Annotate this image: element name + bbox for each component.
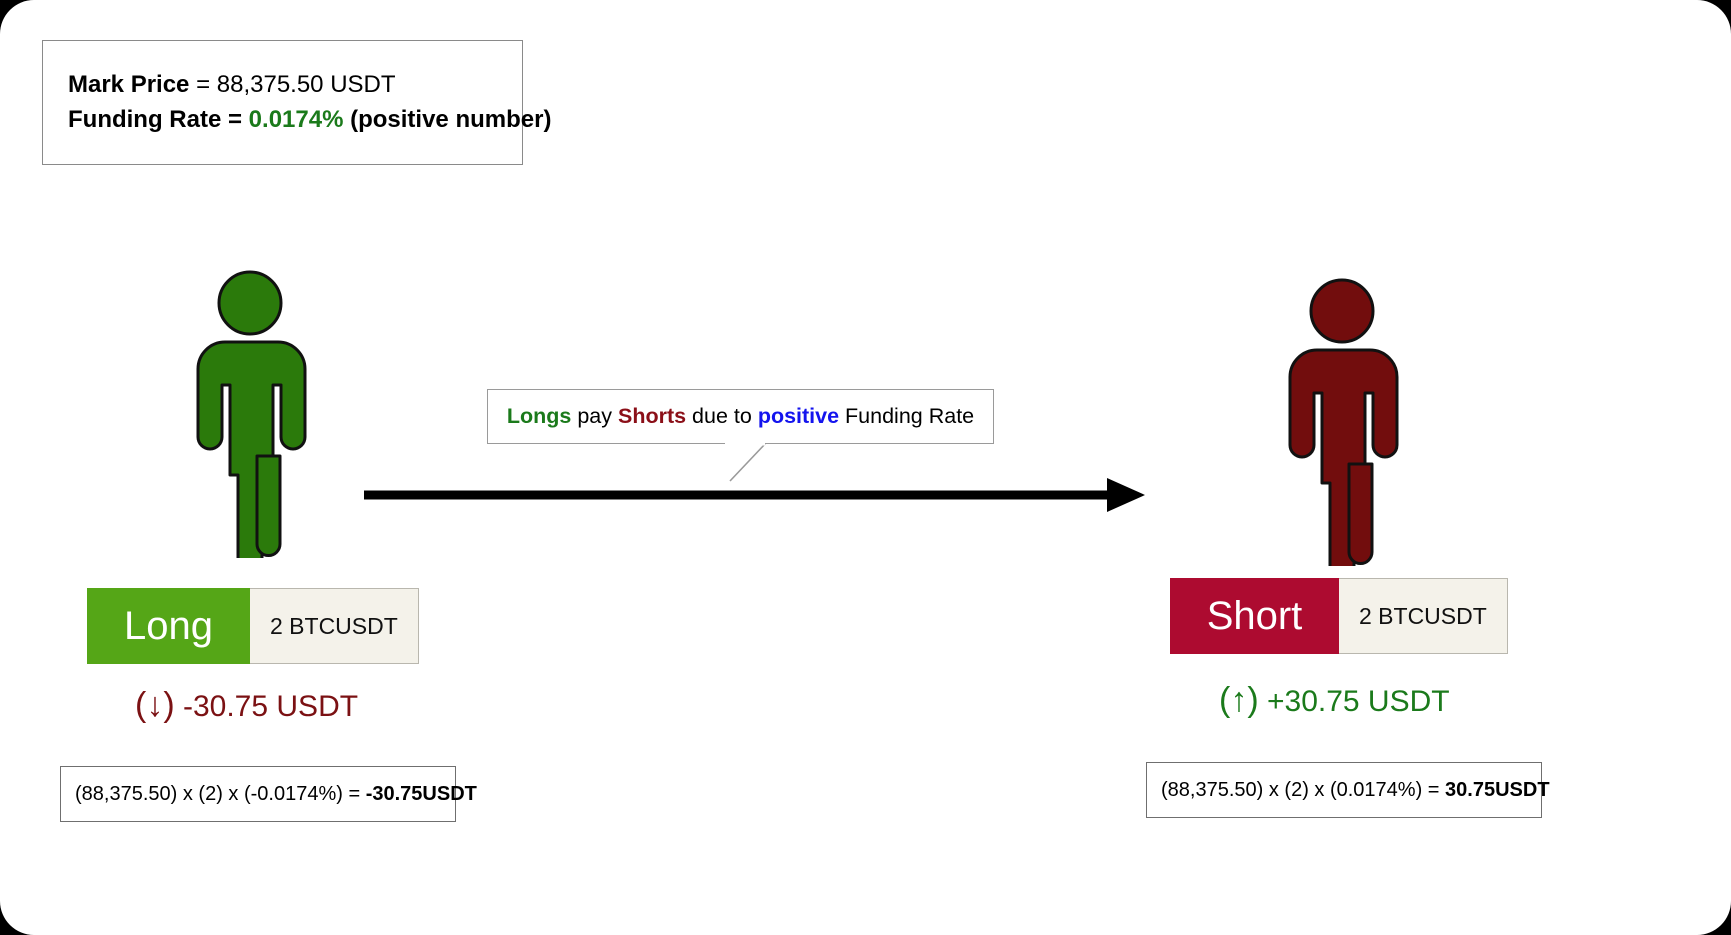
long-trader-figure [183, 270, 317, 558]
long-side-label: Long [87, 588, 250, 664]
funding-rate-note: (positive number) [343, 105, 552, 133]
funding-direction-callout: Longs pay Shorts due to positive Funding… [487, 389, 994, 444]
mark-price-value: = 88,375.50 USDT [189, 71, 396, 99]
speech-bubble-tail-icon [725, 442, 766, 482]
short-formula-text: (88,375.50) x (2) x (0.0174%) = 30.75USD… [1161, 779, 1550, 802]
callout-pointer [725, 442, 771, 488]
short-position-badge: Short 2 BTCUSDT [1170, 578, 1508, 654]
funding-rate-label: Funding Rate = [68, 105, 249, 133]
long-formula-text: (88,375.50) x (2) x (-0.0174%) = -30.75U… [75, 783, 477, 806]
short-trader-figure [1275, 278, 1409, 566]
callout-tail-text: Funding Rate [839, 404, 975, 428]
callout-positive: positive [757, 404, 840, 428]
callout-mid2: due to [686, 404, 758, 428]
long-formula-box: (88,375.50) x (2) x (-0.0174%) = -30.75U… [60, 766, 477, 822]
short-formula-box: (88,375.50) x (2) x (0.0174%) = 30.75USD… [1146, 762, 1550, 818]
long-position-badge: Long 2 BTCUSDT [87, 588, 419, 664]
market-info-box: Mark Price = 88,375.50 USDT Funding Rate… [42, 40, 551, 165]
mark-price-line: Mark Price = 88,375.50 USDT [68, 68, 522, 102]
short-funding-payment: (↑) +30.75 USDT [1219, 681, 1450, 720]
callout-shorts: Shorts [617, 404, 687, 428]
person-pictogram-icon [196, 270, 307, 558]
short-funding-amount: +30.75 USDT [1258, 685, 1450, 718]
long-funding-payment: (↓) -30.75 USDT [135, 686, 358, 725]
short-quantity-label: 2 BTCUSDT [1339, 578, 1508, 654]
right-arrow-icon [364, 478, 1145, 512]
callout-longs: Longs [506, 404, 572, 428]
long-formula-expression: (88,375.50) x (2) x (-0.0174%) = [75, 782, 366, 805]
long-quantity-label: 2 BTCUSDT [250, 588, 419, 664]
funding-rate-value: 0.0174% [248, 105, 344, 133]
callout-mid1: pay [571, 404, 618, 428]
long-funding-amount: -30.75 USDT [174, 690, 359, 723]
down-arrow-icon: (↓) [135, 686, 175, 724]
mark-price-label: Mark Price [68, 71, 190, 99]
up-arrow-icon: (↑) [1219, 681, 1259, 719]
long-formula-result: -30.75USDT [365, 782, 477, 805]
funding-flow-arrow [362, 470, 1147, 545]
short-formula-result: 30.75USDT [1445, 778, 1550, 801]
callout-text: Longs pay Shorts due to positive Funding… [507, 404, 974, 429]
person-pictogram-icon [1288, 278, 1399, 566]
short-side-label: Short [1170, 578, 1339, 654]
funding-rate-line: Funding Rate = 0.0174% (positive number) [68, 103, 551, 137]
short-formula-expression: (88,375.50) x (2) x (0.0174%) = [1161, 778, 1446, 801]
